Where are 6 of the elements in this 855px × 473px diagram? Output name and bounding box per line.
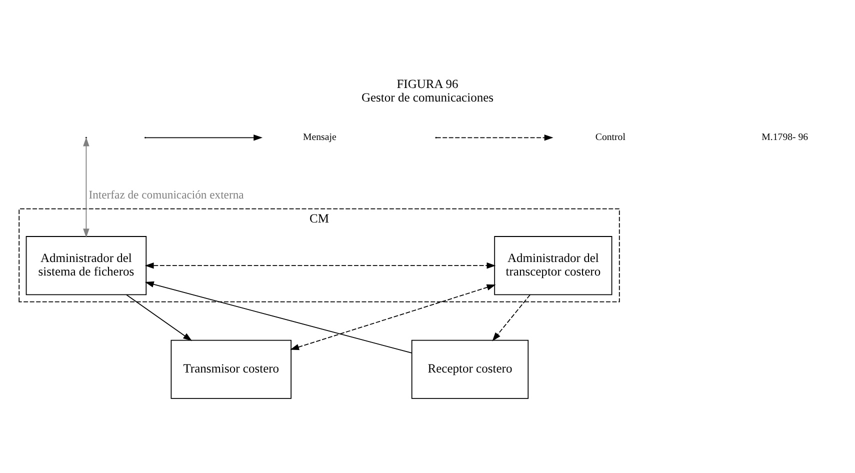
diagram-title: FIGURA 96 (396, 77, 458, 92)
legend-label: Mensaje (303, 132, 336, 144)
label: M.1798- 96 (762, 132, 808, 144)
legend-label: Control (595, 132, 626, 144)
caption: Gestor de comunicaciones (361, 90, 494, 105)
edge-label: Interfaz de comunicación externa (88, 188, 244, 202)
